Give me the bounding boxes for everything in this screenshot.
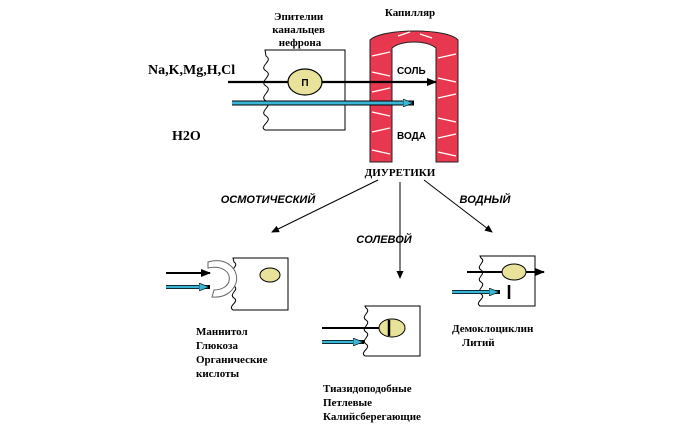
osmotic-cell xyxy=(230,257,289,311)
osmotic-carrier xyxy=(259,267,281,283)
osmotic-label: ОСМОТИЧЕСКИЙ xyxy=(221,193,317,206)
salt-label: СОЛЬ xyxy=(397,66,426,77)
ions-label: Na,K,Mg,H,Cl xyxy=(148,63,235,78)
salt-branch-label: СОЛЕВОЙ xyxy=(356,233,412,246)
carrier-label: П xyxy=(301,78,308,89)
water-label: H2O xyxy=(172,129,201,144)
water-in-capillary-label: ВОДА xyxy=(397,131,426,142)
capillary-label: Капилляр xyxy=(385,7,435,19)
osmotic-examples: Маннитол Глюкоза Органические кислоты xyxy=(196,326,270,380)
water-examples: Демоклоциклин Литий xyxy=(452,323,536,349)
water-cell xyxy=(477,255,536,307)
diuretics-label: ДИУРЕТИКИ xyxy=(365,167,436,179)
water-branch-label: ВОДНЫЙ xyxy=(460,193,512,206)
branch-arrow-water xyxy=(423,179,493,233)
water-carrier xyxy=(501,263,527,281)
epithelium-label: Эпителии канальцев нефрона xyxy=(272,11,328,49)
branch-arrow-osmotic xyxy=(271,179,379,233)
salt-examples: Тиазидоподобные Петлевые Калийсберегающи… xyxy=(323,383,421,423)
capillary-tube xyxy=(369,30,459,163)
osmotic-block-symbol xyxy=(207,260,238,298)
salt-carrier xyxy=(378,318,406,338)
carrier-protein xyxy=(287,68,323,96)
